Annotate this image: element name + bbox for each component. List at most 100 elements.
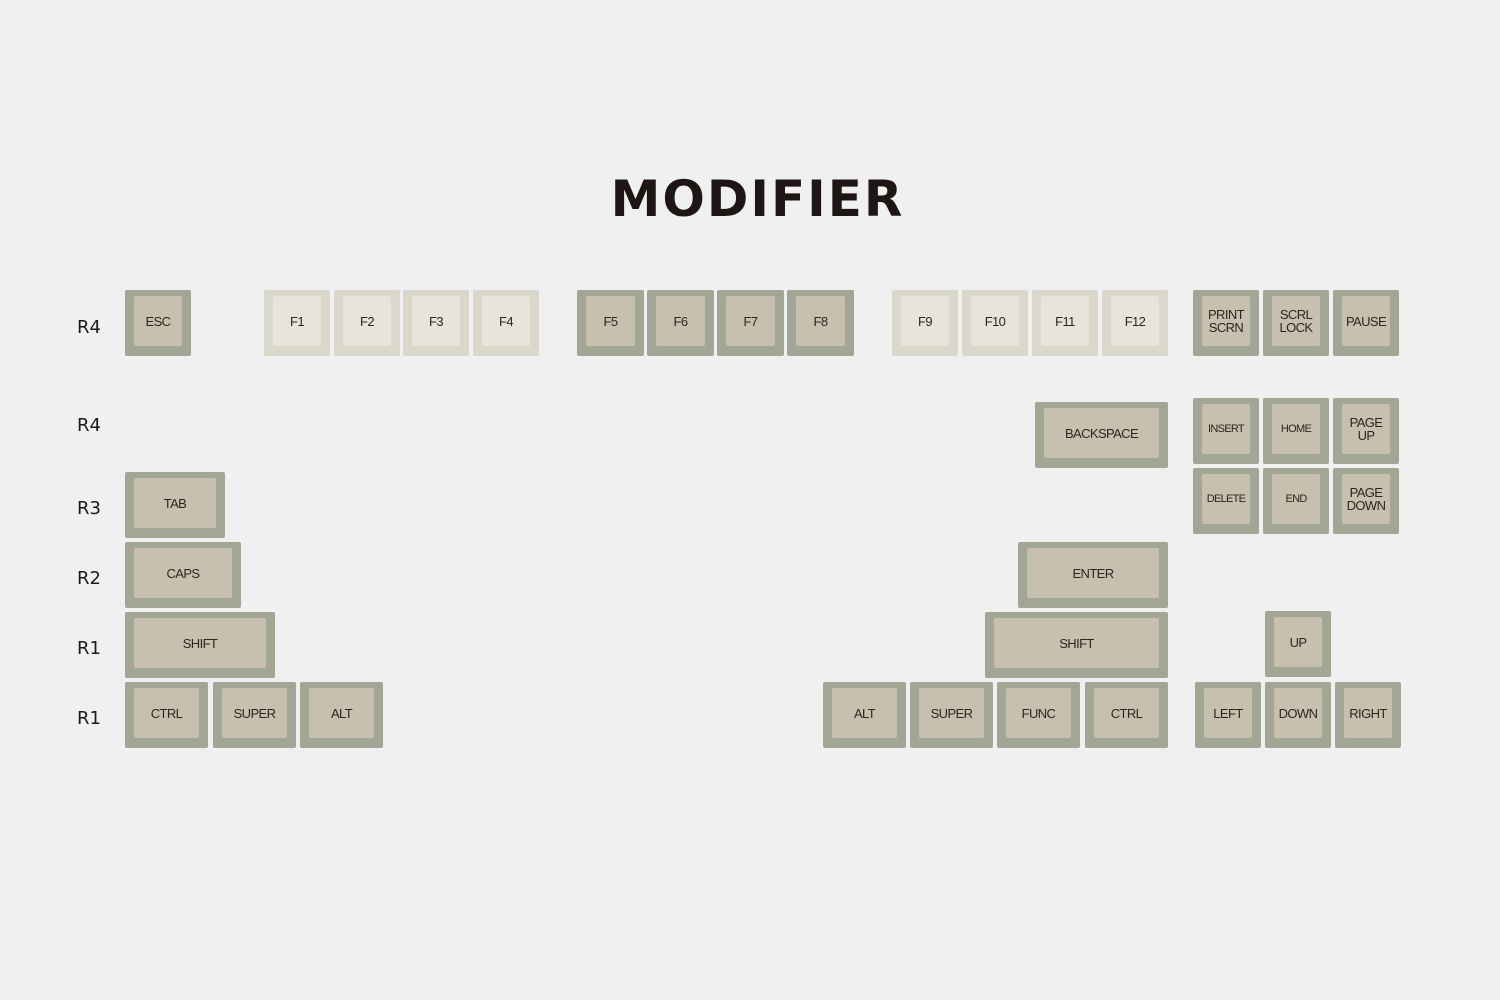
keycap-scroll-lock: SCRL LOCK <box>1263 290 1329 356</box>
keycap-left-shift: SHIFT <box>125 612 275 678</box>
keycap-legend: SUPER <box>930 705 973 721</box>
keycap-legend: F2 <box>360 313 375 329</box>
keycap-legend: SUPER <box>233 705 276 721</box>
keycap-top: SHIFT <box>994 618 1159 668</box>
keycap-top: PAUSE <box>1342 296 1390 346</box>
keycap-top: SUPER <box>222 688 287 738</box>
keycap-f12: F12 <box>1102 290 1168 356</box>
keycap-up: UP <box>1265 611 1331 677</box>
keycap-right-shift: SHIFT <box>985 612 1168 678</box>
keycap-right-alt: ALT <box>823 682 906 748</box>
keycap-legend: UP <box>1289 634 1307 650</box>
keycap-home: HOME <box>1263 398 1329 464</box>
keycap-legend: ALT <box>330 705 353 721</box>
keycap-top: LEFT <box>1204 688 1252 738</box>
keycap-left: LEFT <box>1195 682 1261 748</box>
keycap-legend: F5 <box>603 313 619 329</box>
keycap-top: F11 <box>1041 296 1089 346</box>
keycap-legend: HOME <box>1280 422 1312 435</box>
row-label-r1-shift: R1 <box>77 638 101 659</box>
keycap-top: PRINT SCRN <box>1202 296 1250 346</box>
keycap-legend: BACKSPACE <box>1064 425 1139 441</box>
keycap-f2: F2 <box>334 290 400 356</box>
keycap-top: F7 <box>726 296 775 346</box>
keycap-top: HOME <box>1272 404 1320 454</box>
keycap-esc: ESC <box>125 290 191 356</box>
keycap-top: F1 <box>273 296 321 346</box>
keycap-legend: DOWN <box>1278 705 1318 721</box>
keycap-legend: PAGE UP <box>1349 415 1383 443</box>
page-title: MODIFIER <box>610 170 905 228</box>
keycap-legend: PAGE DOWN <box>1346 485 1386 513</box>
row-label-r1-bottom: R1 <box>77 708 101 729</box>
keycap-page-down: PAGE DOWN <box>1333 468 1399 534</box>
keycap-tab: TAB <box>125 472 225 538</box>
keycap-legend: SHIFT <box>1059 635 1094 651</box>
keycap-top: F6 <box>656 296 705 346</box>
keycap-caps: CAPS <box>125 542 241 608</box>
keycap-end: END <box>1263 468 1329 534</box>
keycap-f7: F7 <box>717 290 784 356</box>
keycap-top: F12 <box>1111 296 1159 346</box>
keycap-legend: PAUSE <box>1345 313 1387 329</box>
keycap-top: DOWN <box>1274 688 1322 738</box>
keycap-top: ENTER <box>1027 548 1159 598</box>
keycap-right: RIGHT <box>1335 682 1401 748</box>
keycap-top: F3 <box>412 296 460 346</box>
keycap-top: UP <box>1274 617 1322 667</box>
keycap-legend: ENTER <box>1072 565 1114 581</box>
keycap-legend: FUNC <box>1021 705 1056 721</box>
keycap-f3: F3 <box>403 290 469 356</box>
keycap-left-ctrl: CTRL <box>125 682 208 748</box>
keycap-legend: F11 <box>1055 313 1075 329</box>
row-label-r4-function: R4 <box>77 317 101 338</box>
keycap-legend: ALT <box>853 705 876 721</box>
keycap-legend: CTRL <box>150 705 183 721</box>
keycap-top: INSERT <box>1202 404 1250 454</box>
keycap-f4: F4 <box>473 290 539 356</box>
keycap-top: ALT <box>309 688 374 738</box>
keycap-print-screen: PRINT SCRN <box>1193 290 1259 356</box>
keycap-top: F5 <box>586 296 635 346</box>
keycap-right-ctrl: CTRL <box>1085 682 1168 748</box>
keycap-f8: F8 <box>787 290 854 356</box>
keycap-insert: INSERT <box>1193 398 1259 464</box>
keycap-top: ESC <box>134 296 182 346</box>
keycap-top: CAPS <box>134 548 232 598</box>
keycap-legend: F7 <box>743 313 759 329</box>
keycap-f6: F6 <box>647 290 714 356</box>
keycap-top: F4 <box>482 296 530 346</box>
keycap-legend: CTRL <box>1110 705 1143 721</box>
row-label-r3: R3 <box>77 498 101 519</box>
keycap-top: RIGHT <box>1344 688 1392 738</box>
keycap-top: SUPER <box>919 688 984 738</box>
keycap-legend: CAPS <box>166 565 200 581</box>
keycap-func: FUNC <box>997 682 1080 748</box>
keycap-f1: F1 <box>264 290 330 356</box>
keycap-legend: DELETE <box>1206 492 1246 505</box>
keycap-legend: F9 <box>918 313 933 329</box>
keycap-f11: F11 <box>1032 290 1098 356</box>
keycap-top: BACKSPACE <box>1044 408 1159 458</box>
keycap-top: ALT <box>832 688 897 738</box>
keycap-pause: PAUSE <box>1333 290 1399 356</box>
row-label-r2: R2 <box>77 568 101 589</box>
keycap-top: F10 <box>971 296 1019 346</box>
keycap-legend: F4 <box>499 313 514 329</box>
keycap-legend: ESC <box>145 313 172 329</box>
keycap-top: SHIFT <box>134 618 266 668</box>
keycap-legend: SHIFT <box>182 635 218 651</box>
keycap-top: F2 <box>343 296 391 346</box>
keycap-legend: TAB <box>163 495 187 511</box>
keycap-top: SCRL LOCK <box>1272 296 1320 346</box>
keycap-legend: END <box>1285 492 1307 505</box>
keycap-legend: LEFT <box>1213 705 1243 721</box>
keycap-f5: F5 <box>577 290 644 356</box>
keycap-legend: F3 <box>429 313 444 329</box>
keycap-backspace: BACKSPACE <box>1035 402 1168 468</box>
keycap-legend: INSERT <box>1208 422 1245 435</box>
keycap-top: F9 <box>901 296 949 346</box>
keycap-legend: F12 <box>1124 313 1146 329</box>
keycap-left-alt: ALT <box>300 682 383 748</box>
keycap-legend: F10 <box>984 313 1006 329</box>
